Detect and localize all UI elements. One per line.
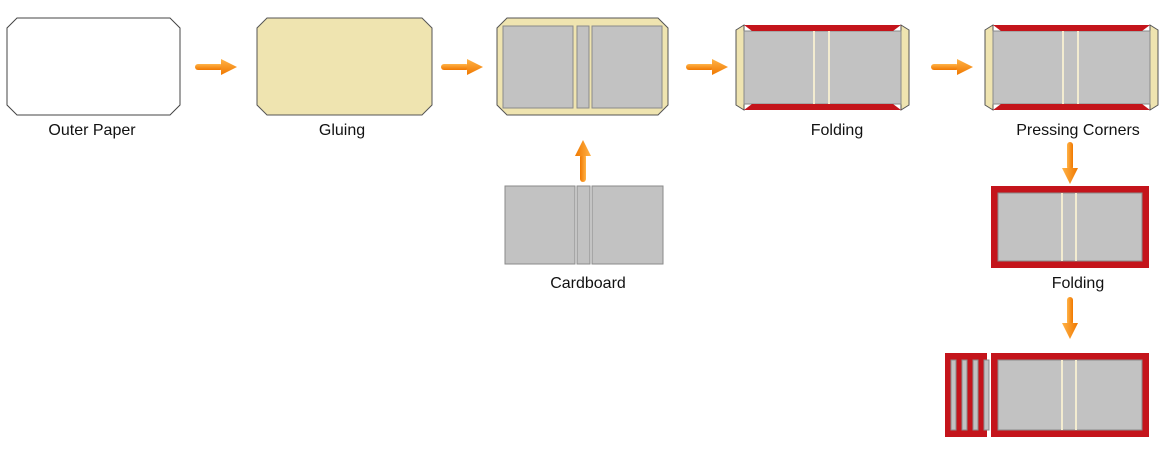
arrow-right-icon [686,59,728,75]
arrow-right-icon [931,59,973,75]
step-cardboard-placed [496,17,669,116]
arrow-down-icon [1062,297,1078,339]
cardboard-spine [576,25,590,109]
folded-edge-bottom [744,104,901,110]
cardboard-label: Cardboard [550,275,626,292]
folded-edge-top [744,25,901,31]
arrow-right-icon [195,59,237,75]
outer-paper-sheet [6,17,181,116]
cardboard-inner [743,30,902,105]
step-cardboard: Cardboard [504,185,664,292]
finished-covers-stack [945,353,1149,437]
cardboard-inner [997,192,1143,262]
cardboard-inner [992,30,1151,105]
outer-paper-label: Outer Paper [48,122,136,139]
arrow-up-icon [575,140,591,182]
step-gluing: Gluing [256,17,433,139]
cardboard-inner [997,359,1143,431]
cardboard-spine [576,185,591,265]
side-flap-left [984,24,994,111]
cardboard-panel-left [504,185,576,265]
folded-edge-bottom [993,104,1150,110]
step-pressing-corners: Pressing Corners [984,24,1159,139]
step-folding-2: Folding [991,186,1149,292]
folding-label: Folding [811,122,863,139]
pressing-corners-label: Pressing Corners [1016,122,1140,139]
cardboard-panel-right [591,185,664,265]
arrow-down-icon [1062,142,1078,184]
step-folding: Folding [735,24,910,139]
folding-label: Folding [1052,275,1104,292]
side-flap-right [900,24,910,111]
glued-paper-sheet [256,17,433,116]
gluing-label: Gluing [319,122,365,139]
cardboard-panel-right [591,25,663,109]
side-flap-right [1149,24,1159,111]
step-outer-paper: Outer Paper [6,17,181,139]
folded-edge-top [993,25,1150,31]
arrow-right-icon [441,59,483,75]
side-flap-left [735,24,745,111]
cardboard-panel-left [502,25,574,109]
